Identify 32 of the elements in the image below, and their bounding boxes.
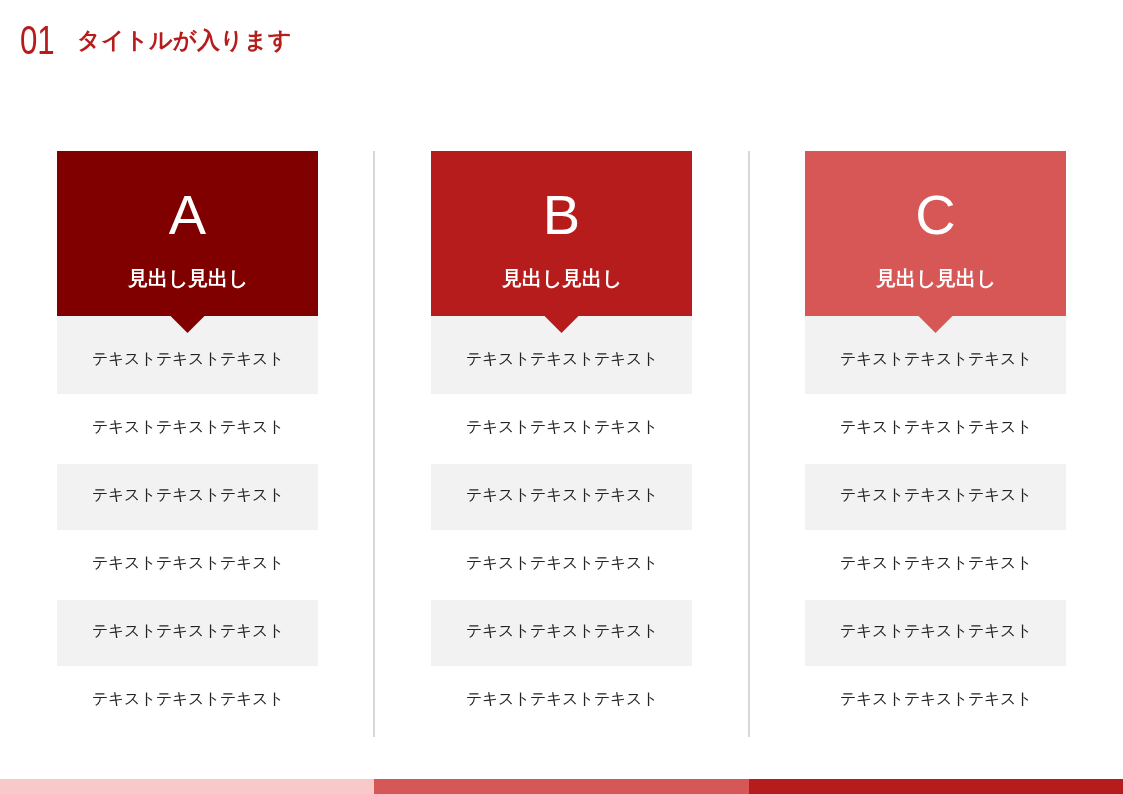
section-number: 01 [20,20,55,60]
row-text: テキストテキストテキスト [839,555,1032,571]
column-letter: A [168,187,207,243]
row-text: テキストテキストテキスト [465,555,658,571]
shaded-row [431,316,692,394]
header-callout [431,151,692,333]
header-callout [57,151,318,333]
heading-text: 見出し見出し [875,268,996,288]
row-text: テキストテキストテキスト [91,623,284,639]
shaded-row [57,316,318,394]
row-text: テキストテキストテキスト [839,623,1032,639]
row-text: テキストテキストテキスト [465,623,658,639]
row-text: テキストテキストテキスト [839,419,1032,435]
row-text: テキストテキストテキスト [839,691,1032,707]
row-text: テキストテキストテキスト [465,351,658,367]
row-text: テキストテキストテキスト [91,691,284,707]
page-title: タイトルが入ります [77,27,292,53]
row-text: テキストテキストテキスト [465,691,658,707]
row-text: テキストテキストテキスト [839,487,1032,503]
shaded-row [805,316,1066,394]
heading-text: 見出し見出し [127,268,248,288]
row-text: テキストテキストテキスト [465,487,658,503]
column-letter: C [915,187,956,243]
header-callout [805,151,1066,333]
row-text: テキストテキストテキスト [91,487,284,503]
row-text: テキストテキストテキスト [91,351,284,367]
heading-text: 見出し見出し [501,268,622,288]
row-text: テキストテキストテキスト [91,555,284,571]
row-text: テキストテキストテキスト [839,351,1032,367]
row-text: テキストテキストテキスト [91,419,284,435]
column-letter: B [542,187,581,243]
row-text: テキストテキストテキスト [465,419,658,435]
